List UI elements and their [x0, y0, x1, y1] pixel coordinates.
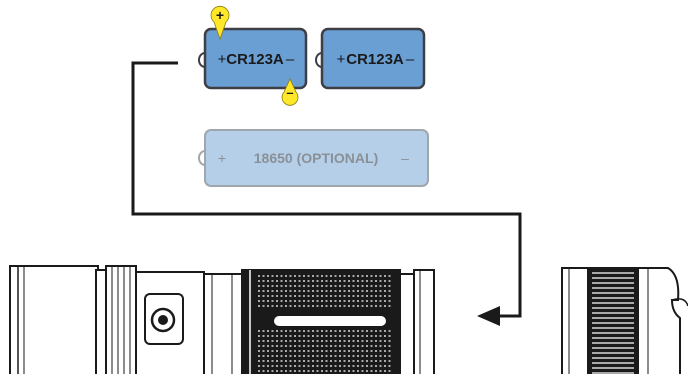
battery-1-minus: – [286, 51, 295, 68]
battery-cr123a-2: + CR123A – [315, 27, 426, 90]
negative-marker-symbol: – [286, 85, 293, 100]
insertion-arrow-icon [477, 306, 500, 326]
optional-battery-plus: + [218, 150, 226, 166]
negative-polarity-marker: – [281, 78, 299, 106]
positive-polarity-marker: + [210, 5, 230, 41]
battery-2-plus: + [337, 51, 346, 68]
optional-battery-label: 18650 (OPTIONAL) [254, 150, 378, 166]
flashlight-body [9, 265, 435, 379]
battery-2-minus: – [406, 51, 415, 68]
battery-1-label: CR123A [226, 51, 284, 68]
battery-cr123a-1: + CR123A – [198, 27, 308, 90]
battery-2-label: CR123A [346, 51, 404, 68]
insertion-path [131, 61, 522, 326]
optional-battery-minus: – [401, 150, 409, 166]
battery-18650-optional: + 18650 (OPTIONAL) – [198, 129, 429, 187]
flashlight-tailcap [561, 267, 688, 379]
positive-marker-symbol: + [216, 7, 224, 23]
power-button-icon [150, 307, 176, 333]
battery-1-plus: + [218, 51, 227, 68]
